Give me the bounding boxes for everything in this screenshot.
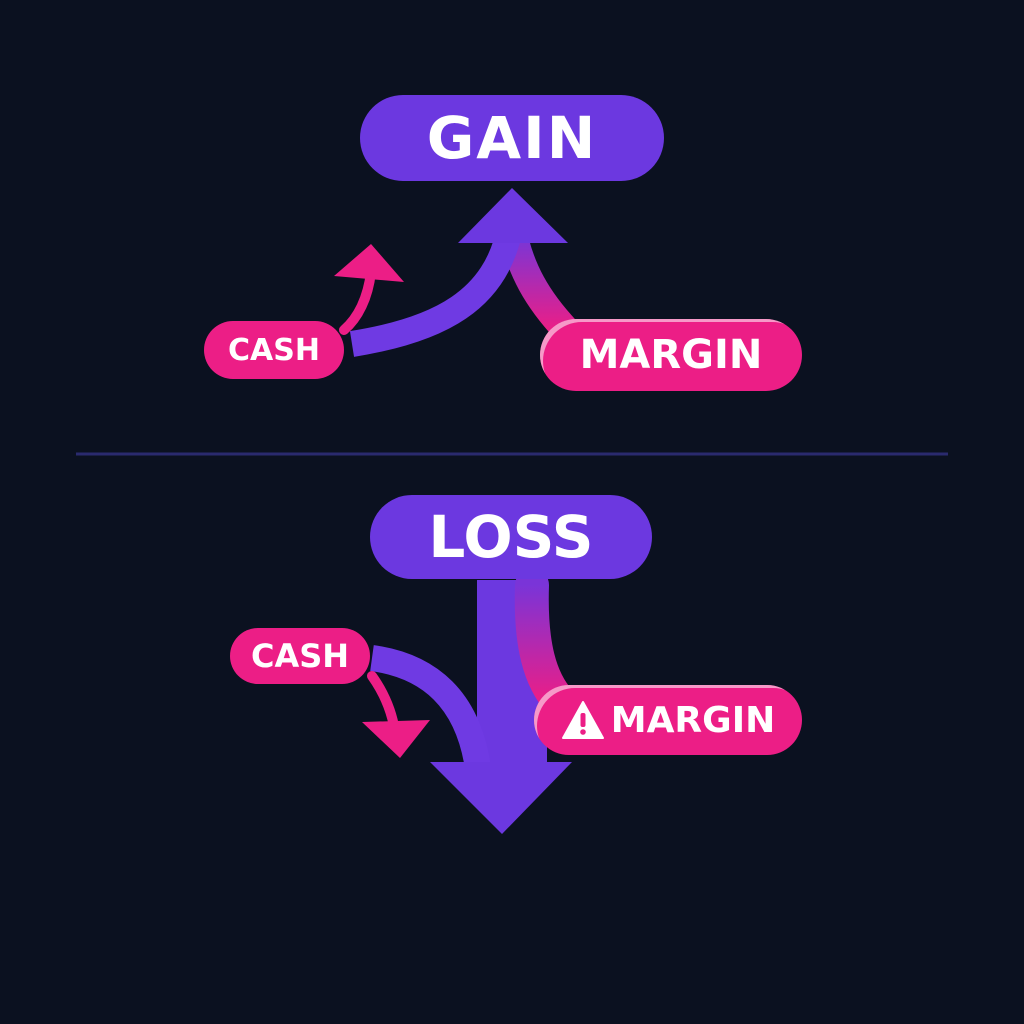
gain-cash-flow xyxy=(349,225,523,357)
loss-margin-badge: MARGIN xyxy=(534,685,802,755)
loss-cash-small-arrow-icon xyxy=(362,720,430,758)
loss-margin-label: MARGIN xyxy=(610,699,776,741)
arrow-up-icon xyxy=(458,188,568,243)
loss-cash-label: CASH xyxy=(230,628,370,684)
loss-cash-small-shaft xyxy=(367,671,399,731)
loss-margin-flow xyxy=(514,568,577,719)
gain-margin-flow xyxy=(498,214,580,344)
loss-title: LOSS xyxy=(370,495,652,579)
gain-margin-label: MARGIN xyxy=(540,319,802,391)
gain-title: GAIN xyxy=(360,95,664,181)
loss-cash-flow xyxy=(369,645,491,771)
gain-cash-small-arrow-icon xyxy=(334,244,404,282)
warning-icon xyxy=(561,701,604,739)
gain-cash-label: CASH xyxy=(204,321,344,379)
arrow-down-icon xyxy=(430,762,572,834)
gain-cash-small-shaft xyxy=(339,267,376,335)
